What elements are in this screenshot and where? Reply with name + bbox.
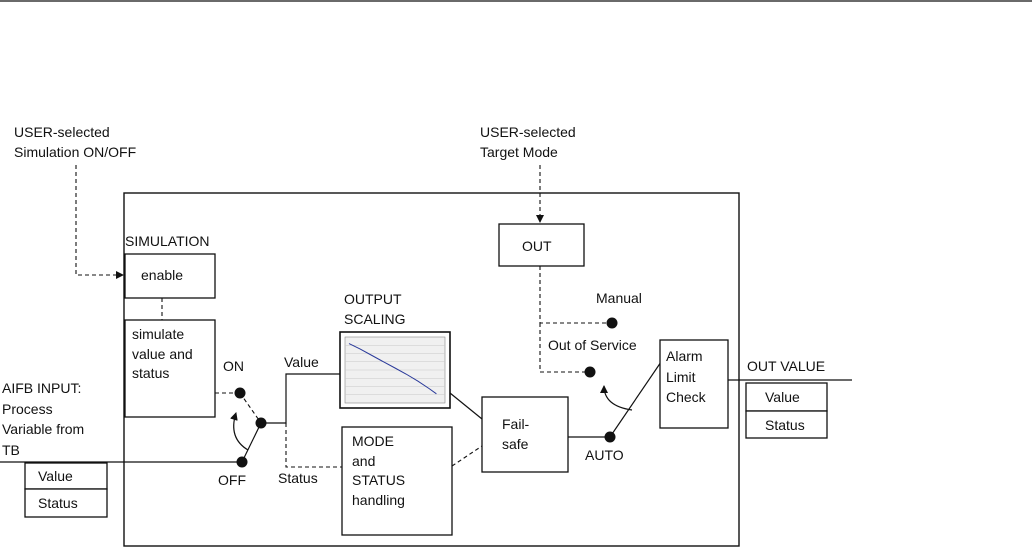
output-scaling-title: OUTPUT SCALING bbox=[344, 291, 405, 327]
svg-text:USER-selected: USER-selected bbox=[480, 124, 576, 140]
svg-text:Variable from: Variable from bbox=[2, 421, 84, 437]
svg-text:Check: Check bbox=[666, 389, 707, 405]
switch-blade bbox=[242, 423, 261, 462]
mode-switch-blade bbox=[610, 362, 661, 437]
off-switch-node bbox=[237, 457, 248, 468]
out-value-title: OUT VALUE bbox=[747, 358, 825, 374]
svg-text:Process: Process bbox=[2, 401, 53, 417]
out-mode-label: OUT bbox=[522, 238, 552, 254]
out-of-service-node bbox=[585, 367, 596, 378]
svg-text:AIFB INPUT:: AIFB INPUT: bbox=[2, 380, 81, 396]
target-mode-user-label: USER-selected Target Mode bbox=[480, 124, 576, 160]
manual-node bbox=[607, 318, 618, 329]
svg-text:simulate: simulate bbox=[132, 326, 184, 342]
aifb-input-label: AIFB INPUT: Process Variable from TB bbox=[2, 380, 84, 458]
svg-text:Limit: Limit bbox=[666, 369, 696, 385]
svg-text:value and: value and bbox=[132, 346, 193, 362]
svg-text:OUTPUT: OUTPUT bbox=[344, 291, 402, 307]
sim-switch-arrow bbox=[234, 413, 248, 450]
scaling-to-failsafe-line bbox=[450, 393, 482, 419]
aifb-status-label: Status bbox=[38, 495, 78, 511]
svg-text:USER-selected: USER-selected bbox=[14, 124, 110, 140]
svg-text:and: and bbox=[352, 453, 375, 469]
mode-to-failsafe-line bbox=[452, 446, 482, 466]
simulation-title: SIMULATION bbox=[125, 233, 210, 249]
fail-safe-box bbox=[482, 397, 568, 472]
svg-text:STATUS: STATUS bbox=[352, 472, 405, 488]
out-of-service-label: Out of Service bbox=[548, 337, 637, 353]
status-branch-label: Status bbox=[278, 470, 318, 486]
svg-text:Fail-: Fail- bbox=[502, 416, 530, 432]
value-branch-line bbox=[261, 374, 340, 423]
svg-text:MODE: MODE bbox=[352, 433, 394, 449]
svg-text:TB: TB bbox=[2, 442, 20, 458]
status-branch-line bbox=[286, 423, 342, 467]
svg-text:Target Mode: Target Mode bbox=[480, 144, 558, 160]
simulation-control-arrow bbox=[76, 165, 123, 275]
manual-label: Manual bbox=[596, 290, 642, 306]
svg-text:safe: safe bbox=[502, 436, 529, 452]
svg-text:Simulation ON/OFF: Simulation ON/OFF bbox=[14, 144, 136, 160]
svg-text:Alarm: Alarm bbox=[666, 348, 703, 364]
on-label: ON bbox=[223, 358, 244, 374]
enable-label: enable bbox=[141, 267, 183, 283]
aifb-value-label: Value bbox=[38, 468, 73, 484]
simulation-user-label: USER-selected Simulation ON/OFF bbox=[14, 124, 136, 160]
off-label: OFF bbox=[218, 472, 246, 488]
svg-text:SCALING: SCALING bbox=[344, 311, 405, 327]
out-value-label: Value bbox=[765, 389, 800, 405]
auto-label: AUTO bbox=[585, 447, 624, 463]
svg-text:handling: handling bbox=[352, 492, 405, 508]
svg-text:status: status bbox=[132, 365, 169, 381]
value-branch-label: Value bbox=[284, 354, 319, 370]
mode-switch-arrow bbox=[604, 386, 632, 410]
out-status-label: Status bbox=[765, 417, 805, 433]
